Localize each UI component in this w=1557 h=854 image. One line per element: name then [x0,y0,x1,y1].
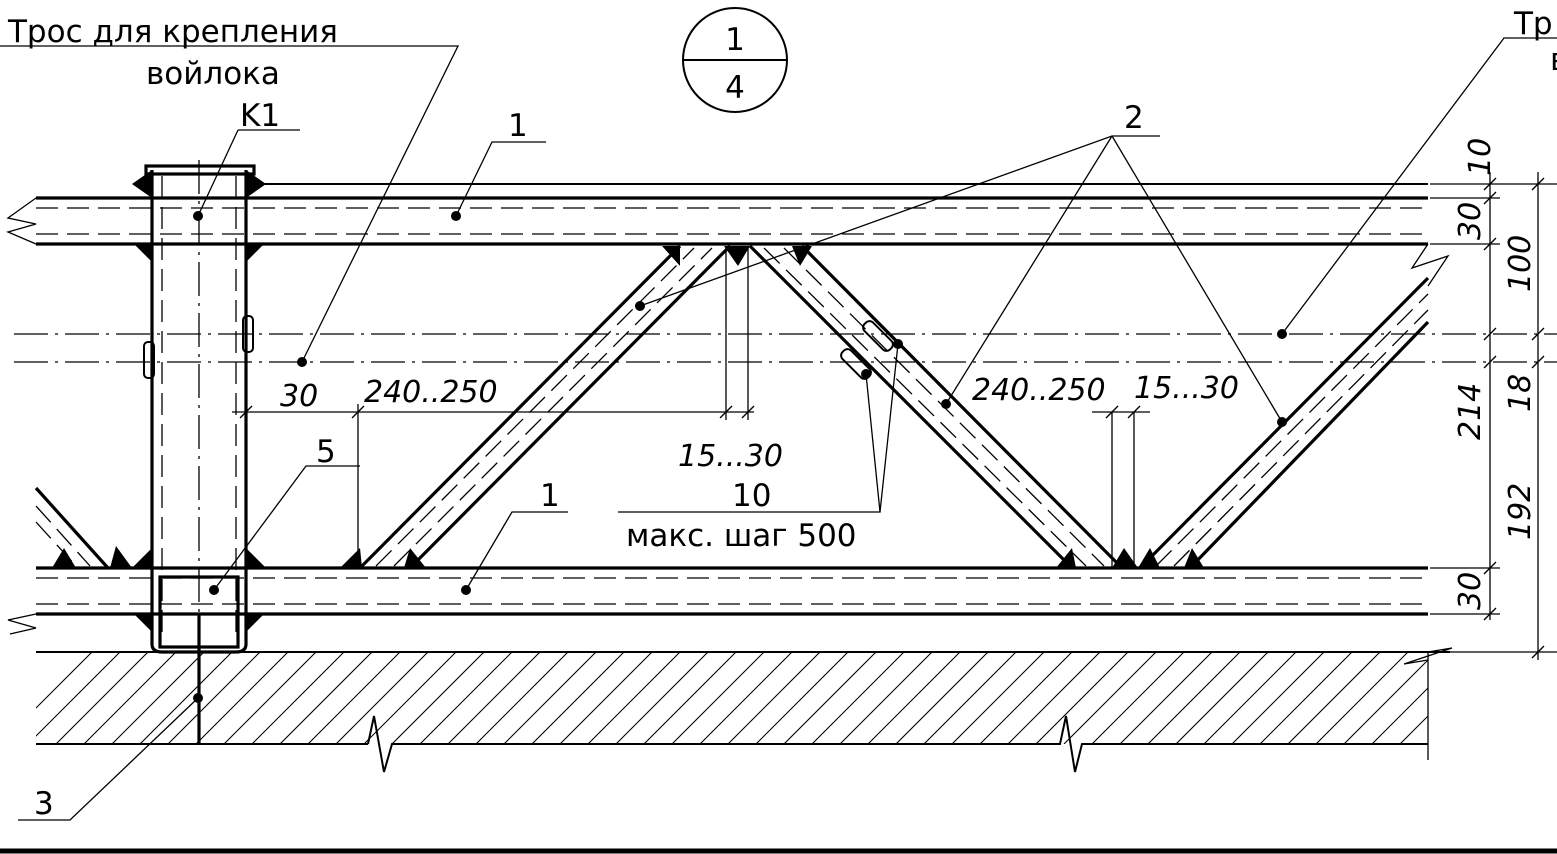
hatch-line [111,652,205,744]
hatch-line [615,652,709,744]
leader-dots [193,211,1287,703]
hatch-line [1203,652,1297,744]
cable-label-right2: в [1550,42,1557,78]
hatch-line [307,652,401,744]
dim-right-192: 192 [1503,483,1538,540]
hatch-line [895,652,989,744]
hatch-line [1540,652,1557,744]
hatch-line [1287,652,1381,744]
hatch-line [1371,687,1428,744]
position-1-bottom: 1 [540,478,560,514]
position-1-top: 1 [508,108,528,144]
hatch-line [727,652,821,744]
hatch-line [1063,652,1157,744]
hatch-line [36,652,121,737]
hatch-line [699,652,793,744]
position-3: 3 [34,786,54,822]
hatch-line [195,652,289,744]
dim-right-range: 240..250 [972,373,1106,408]
dim-left-30: 30 [280,379,318,414]
hatch-line [755,652,849,744]
hatch-line [1007,652,1101,744]
section-sheet: 4 [725,70,745,106]
hatch-line [419,652,513,744]
hatch-line [55,652,149,744]
hatch-line [671,652,765,744]
diagonal-left [340,244,732,570]
diagonal-right [1138,276,1430,570]
gap-strip [725,246,749,420]
hatch-line [1343,659,1428,744]
dim-right-30-top: 30 [1453,202,1488,240]
dim-right-18: 18 [1503,374,1538,412]
hatch-line [475,652,569,744]
dim-right-30-bottom: 30 [1453,572,1488,610]
hatch-line [363,652,457,744]
hatch-line [223,652,317,744]
hatch-line [503,652,597,744]
position-2: 2 [1124,100,1144,136]
hatch-line [839,652,933,744]
dim-right-10: 10 [1463,138,1498,176]
weld-step: макс. шаг 500 [626,518,857,554]
hatch-line [391,652,485,744]
position-5: 5 [316,434,336,470]
dim-right-100: 100 [1503,235,1538,292]
hatch-line [36,652,93,709]
hatch-line [951,652,1045,744]
leader-lines [0,37,1557,821]
dim-right-gap: 15...30 [1134,371,1239,406]
foundation-hatch [36,647,1557,773]
hatch-line [1427,743,1428,744]
hatch-line [1259,652,1353,744]
hatch-line [1119,652,1213,744]
dim-left-range: 240..250 [364,375,498,410]
centre-lines [14,333,1557,363]
hatch-line [1147,652,1241,744]
hatch-line [531,652,625,744]
hatch-line [559,652,653,744]
hatch-line [979,652,1073,744]
hatch-line [1512,652,1557,744]
hatch-line [1315,652,1409,744]
section-number: 1 [725,22,745,58]
top-chord [6,183,1450,287]
cable-label-line1: Трос для крепления [7,14,338,50]
section-callout: 1 4 [682,7,788,113]
hatch-line [1231,652,1325,744]
hatch-line [1035,652,1129,744]
hatch-line [811,652,905,744]
diagonal-left-partial [34,486,132,570]
hatch-line [139,652,233,744]
hatch-line [1456,652,1548,744]
diagonal-middle [724,244,1138,570]
cable-label-line2: войлока [146,56,280,92]
dim-mid-gap: 15...30 [678,439,783,474]
hatch-line [447,652,541,744]
hatch-line [923,652,1017,744]
hatch-line [1091,652,1185,744]
hatch-line [335,652,429,744]
hatch-line [867,652,961,744]
hatch-line [279,652,373,744]
hatch-line [643,652,737,744]
dim-right-214: 214 [1453,383,1488,440]
hatch-line [251,652,345,744]
hatch-line [83,652,177,744]
dimension-lines [232,172,1557,660]
column-k1 [132,160,266,745]
hatch-line [1484,652,1557,744]
weld-size: 10 [732,478,771,514]
hatch-line [167,652,261,744]
column-mark-k1: K1 [240,98,280,134]
cable-label-right: Тр [1513,6,1553,42]
hatch-line [1399,715,1428,744]
hatch-line [587,652,681,744]
hatch-line [1175,652,1269,744]
hatch-line [783,652,877,744]
